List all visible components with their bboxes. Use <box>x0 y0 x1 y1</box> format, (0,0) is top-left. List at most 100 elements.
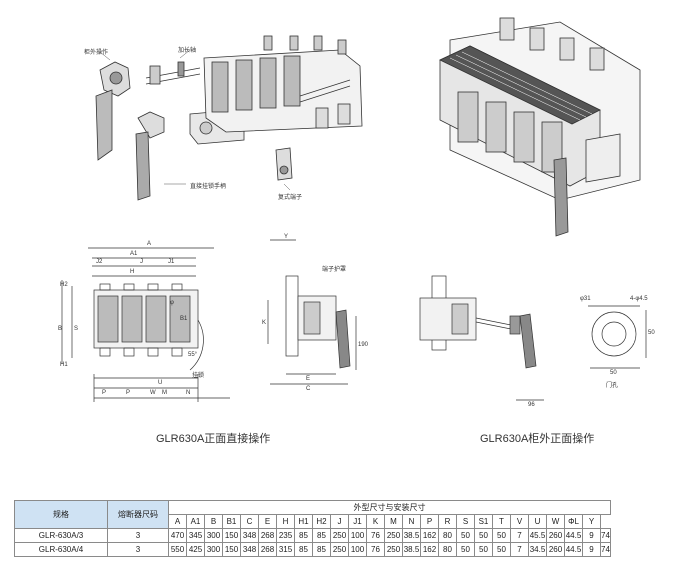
cell-value: 260 <box>546 528 565 543</box>
cell-value: 550 <box>168 542 187 557</box>
cell-value: 300 <box>204 542 223 557</box>
dim-holes: 4-φ4.5 <box>630 296 648 302</box>
dim-H1: H1 <box>60 362 68 368</box>
dim-Y: Y <box>284 234 289 240</box>
dim-96: 96 <box>528 402 535 408</box>
cell-value: 235 <box>276 528 295 543</box>
cell-value: 470 <box>168 528 187 543</box>
cell-value: 34.5 <box>528 542 547 557</box>
column-header: C <box>240 514 259 529</box>
column-header: R <box>438 514 457 529</box>
cell-value: 80 <box>438 528 457 543</box>
dim-A: A <box>147 241 152 247</box>
callout-door-hole: 门孔 <box>606 383 619 389</box>
column-header: A <box>168 514 187 529</box>
header-fuse: 熔断器尺码 <box>107 500 169 529</box>
cell-value: 345 <box>186 528 205 543</box>
dim-phi31: φ31 <box>580 296 591 302</box>
dim-W: W <box>150 390 156 396</box>
column-header: E <box>258 514 277 529</box>
cell-value: 85 <box>312 528 331 543</box>
dim-angle: 55° <box>188 352 198 358</box>
column-header: H <box>276 514 295 529</box>
cell-value: 348 <box>240 542 259 557</box>
dim-phi: φ <box>170 300 174 306</box>
cell-value: 50 <box>492 542 511 557</box>
cell-value: 9 <box>582 528 601 543</box>
cell-spec: GLR-630A/3 <box>14 528 108 543</box>
cell-value: 7 <box>510 542 529 557</box>
column-header: N <box>402 514 421 529</box>
cell-value: 45.5 <box>528 528 547 543</box>
cell-value: 74 <box>600 542 611 557</box>
column-header: S <box>456 514 475 529</box>
column-header: U <box>528 514 547 529</box>
cell-value: 76 <box>366 528 385 543</box>
cell-value: 250 <box>330 528 349 543</box>
column-header: B1 <box>222 514 241 529</box>
cell-value: 100 <box>348 542 367 557</box>
cell-value: 300 <box>204 528 223 543</box>
cell-value: 9 <box>582 542 601 557</box>
cell-value: 260 <box>546 542 565 557</box>
cell-value: 315 <box>276 542 295 557</box>
dim-H: H <box>130 269 135 275</box>
dim-P1: P <box>102 390 107 396</box>
cell-fuse: 3 <box>107 542 169 557</box>
dim-E: E <box>306 376 311 382</box>
column-header: W <box>546 514 565 529</box>
dim-C: C <box>306 386 311 392</box>
dim-S: S <box>74 326 79 332</box>
dim-H2: H2 <box>60 282 68 288</box>
column-header: K <box>366 514 385 529</box>
dim-N: N <box>186 390 191 396</box>
cell-value: 150 <box>222 542 241 557</box>
dim-J: J <box>140 259 143 265</box>
cell-value: 50 <box>492 528 511 543</box>
header-group: 外型尺寸与安装尺寸 <box>168 500 611 515</box>
cell-value: 100 <box>348 528 367 543</box>
cell-value: 250 <box>330 542 349 557</box>
dim-A1: A1 <box>130 251 138 257</box>
cell-value: 50 <box>456 542 475 557</box>
column-header: A1 <box>186 514 205 529</box>
column-header: H2 <box>312 514 331 529</box>
column-header: J1 <box>348 514 367 529</box>
callout-terminal-cover: 端子护罩 <box>322 267 347 273</box>
dim-P2: P <box>126 390 131 396</box>
callout-direct-handle: 直接挂锁手柄 <box>190 184 227 190</box>
cell-value: 50 <box>474 542 493 557</box>
column-header: T <box>492 514 511 529</box>
cell-value: 44.5 <box>564 542 583 557</box>
cell-value: 44.5 <box>564 528 583 543</box>
dim-B: B <box>58 326 63 332</box>
header-spec: 规格 <box>14 500 108 529</box>
cell-value: 50 <box>456 528 475 543</box>
cell-value: 250 <box>384 528 403 543</box>
dim-190: 190 <box>358 342 369 348</box>
cell-value: 250 <box>384 542 403 557</box>
dim-50-vertical: 50 <box>648 330 655 336</box>
cell-fuse: 3 <box>107 528 169 543</box>
cell-value: 268 <box>258 542 277 557</box>
column-header: H1 <box>294 514 313 529</box>
cell-value: 268 <box>258 528 277 543</box>
dim-J2: J2 <box>96 259 103 265</box>
cell-value: 7 <box>510 528 529 543</box>
caption-front-direct: GLR630A正面直接操作 <box>156 433 271 445</box>
cell-value: 80 <box>438 542 457 557</box>
cell-value: 425 <box>186 542 205 557</box>
cell-value: 150 <box>222 528 241 543</box>
dim-U: U <box>158 380 163 386</box>
cell-value: 38.5 <box>402 528 421 543</box>
